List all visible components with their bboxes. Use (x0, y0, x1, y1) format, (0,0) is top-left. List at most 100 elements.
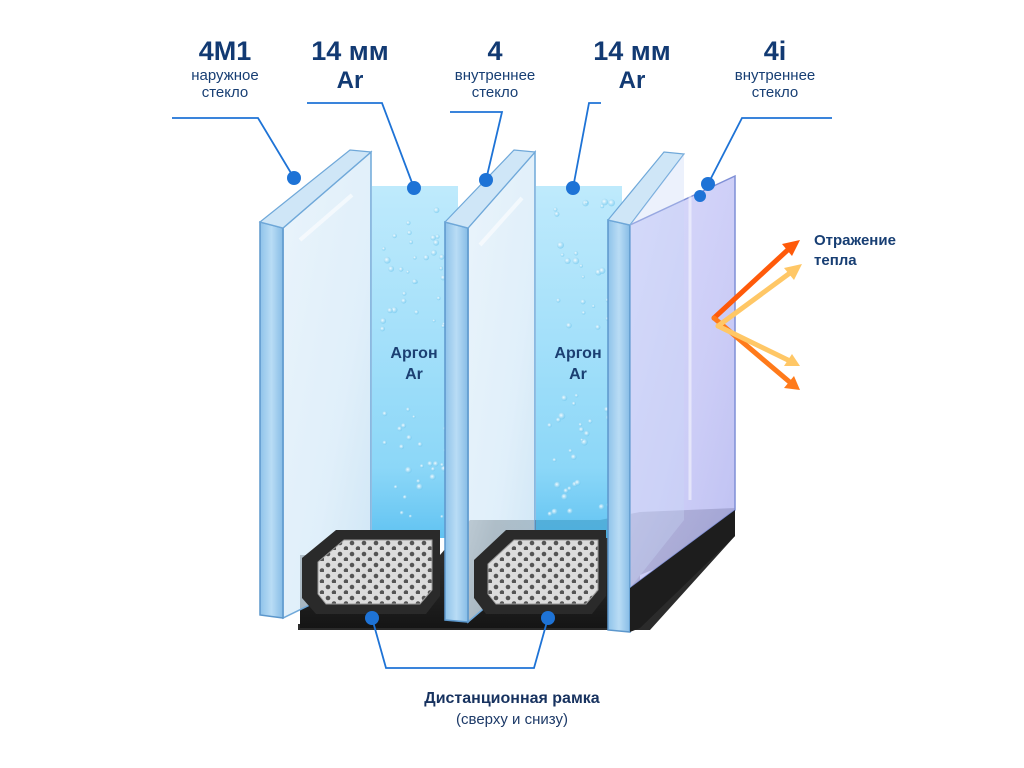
spacer-title: Дистанционная рамка (424, 690, 600, 707)
chamber-1-label: Аргон Ar (368, 344, 460, 386)
argon-bubble (436, 296, 441, 301)
argon-bubble (600, 204, 605, 209)
argon-bubble (601, 198, 609, 206)
outer-glass-code: 4M1 (198, 36, 252, 66)
argon-bubble (567, 486, 572, 491)
argon-bubble (580, 438, 584, 442)
argon-bubble (566, 322, 572, 329)
argon-bubble (427, 461, 433, 467)
argon-bubble (578, 427, 585, 433)
inner-glass-desc-1: внутреннее (734, 67, 816, 85)
argon-bubble (399, 510, 404, 515)
argon-bubble (412, 255, 417, 260)
argon-bubble (439, 266, 444, 271)
argon-bubble (382, 411, 388, 417)
argon-bubble (407, 230, 412, 236)
argon-bubble (431, 467, 436, 472)
argon-bubble (547, 511, 553, 517)
argon-bubble (555, 417, 561, 423)
argon-bubble (556, 298, 561, 303)
argon-bubble (557, 241, 564, 249)
argon-bubble (579, 264, 583, 268)
middle-glass-pane (443, 149, 537, 624)
argon-bubble (567, 508, 573, 515)
argon-bubble (408, 240, 414, 245)
argon-bubble (401, 298, 407, 304)
argon-bubble (588, 419, 593, 424)
label-outer-glass: 4M1 наружное стекло (150, 36, 300, 102)
argon-bubble (381, 246, 386, 251)
chamber-1-line-1: Аргон (390, 345, 438, 362)
spacer-label: Дистанционная рамка (сверху и снизу) (0, 690, 1024, 728)
argon-bubble (595, 324, 601, 330)
gap-1-gas: Ar (336, 67, 364, 95)
argon-bubble (580, 299, 586, 305)
inner-glass-desc-2: стекло (751, 84, 799, 102)
argon-bubble (392, 233, 397, 239)
argon-bubble (554, 481, 561, 489)
heat-reflection-line-2: тепла (814, 251, 857, 269)
spacer-bar-2 (474, 530, 606, 614)
argon-bubble (387, 307, 393, 314)
argon-bubble (399, 444, 405, 450)
middle-glass-desc-2: стекло (471, 84, 519, 102)
middle-glass-desc-1: внутреннее (454, 67, 536, 85)
argon-bubble (405, 466, 412, 474)
argon-bubble (581, 275, 585, 279)
argon-bubble (382, 440, 387, 445)
argon-bubble (433, 207, 440, 214)
argon-bubble (568, 448, 573, 453)
callout-lines (172, 102, 832, 669)
argon-bubble (433, 239, 440, 246)
outer-glass-pane (258, 149, 373, 620)
inner-glass-code: 4i (763, 36, 787, 66)
argon-bubble (417, 442, 423, 447)
argon-bubble (433, 461, 439, 467)
argon-bubble (419, 464, 424, 469)
label-inner-glass: 4i внутреннее стекло (710, 36, 840, 102)
argon-bubble (430, 249, 437, 256)
argon-bubble (578, 422, 583, 427)
heat-reflection-label: Отражение тепла (814, 231, 896, 270)
chamber-2-line-1: Аргон (554, 345, 602, 362)
argon-bubble (380, 317, 387, 324)
label-gap-1: 14 мм Ar (290, 36, 410, 95)
argon-bubble (388, 265, 395, 272)
argon-bubble (547, 423, 552, 428)
argon-bubble (574, 393, 579, 398)
argon-bubble (563, 488, 569, 494)
inner-lowe-glass-pane (606, 151, 736, 633)
argon-bubble (391, 306, 398, 314)
argon-bubble (553, 207, 558, 212)
argon-bubble (398, 266, 404, 272)
argon-chamber-1 (372, 186, 458, 538)
argon-bubble (423, 254, 430, 261)
label-gap-2: 14 мм Ar (572, 36, 692, 95)
heat-reflection-arrows (711, 240, 802, 390)
argon-bubble (572, 257, 580, 265)
argon-bubble (551, 508, 558, 515)
argon-bubble (574, 479, 581, 486)
argon-bubble (584, 430, 590, 437)
gap-2-size: 14 мм (593, 36, 671, 66)
argon-bubble (432, 319, 436, 323)
argon-bubble (439, 254, 445, 260)
argon-bubble (402, 495, 408, 500)
argon-bubble (573, 251, 579, 256)
argon-bubble (571, 401, 576, 406)
argon-bubble (406, 220, 411, 226)
argon-bubble (558, 412, 566, 420)
argon-bubble (412, 278, 418, 285)
argon-bubble (383, 256, 391, 264)
argon-bubble (435, 234, 440, 239)
argon-bubble (560, 253, 565, 257)
argon-bubble (570, 454, 577, 460)
argon-bubble (584, 200, 589, 205)
argon-bubble (406, 407, 411, 412)
argon-bubble (416, 479, 421, 484)
argon-bubble (397, 426, 403, 432)
argon-bubble (401, 423, 407, 429)
gap-2-gas: Ar (618, 67, 646, 95)
argon-bubble (430, 234, 437, 241)
chamber-2-line-2: Ar (569, 365, 587, 383)
